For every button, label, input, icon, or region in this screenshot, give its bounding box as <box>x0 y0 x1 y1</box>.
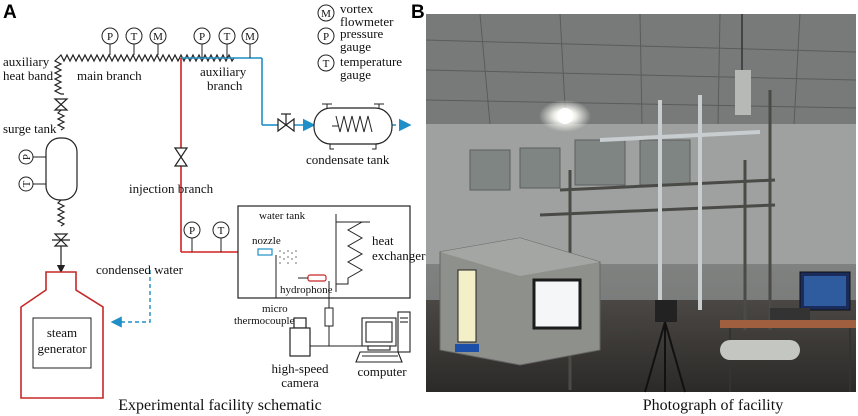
facility-photograph <box>425 13 857 393</box>
svg-text:T: T <box>131 31 138 43</box>
water-tank-label: water tank <box>259 210 306 222</box>
svg-text:temperature: temperature <box>340 54 402 69</box>
svg-text:M: M <box>321 8 331 20</box>
svg-text:T: T <box>218 225 225 237</box>
temperature-gauge-icon: T <box>212 221 230 239</box>
steam-generator-label-1: steam <box>47 325 77 340</box>
nozzle-label: nozzle <box>252 235 281 247</box>
hydrophone-label: hydrophone <box>280 284 333 296</box>
svg-text:P: P <box>107 31 113 43</box>
panel-a-letter: A <box>3 2 17 23</box>
main-branch-label: main branch <box>77 68 142 83</box>
water-tank <box>237 205 411 299</box>
temperature-gauge-icon: T <box>125 27 143 45</box>
aux-heat-band-label-1: auxiliary <box>3 54 50 69</box>
svg-text:T: T <box>224 31 231 43</box>
pressure-gauge-icon: P <box>18 149 34 165</box>
panel-b-caption: Photograph of facility <box>643 397 783 414</box>
aux-heat-band-label-2: heat band <box>3 68 54 83</box>
legend: M vortex flowmeter P pressure gauge T te… <box>317 1 402 82</box>
heat-band-pipes <box>53 53 235 227</box>
temperature-gauge-icon: T <box>18 176 34 192</box>
surge-tank <box>45 137 78 201</box>
svg-text:T: T <box>323 58 330 70</box>
computer-icon <box>355 311 411 363</box>
pressure-gauge-icon: P <box>193 27 211 45</box>
svg-text:M: M <box>153 31 163 43</box>
valve-icon <box>53 98 69 111</box>
valve-icon <box>277 113 295 133</box>
svg-text:P: P <box>199 31 205 43</box>
valve-icon <box>52 233 70 247</box>
aux-branch-label-1: auxiliary <box>200 64 247 79</box>
pressure-gauge-icon: P <box>183 221 201 239</box>
svg-text:pressure: pressure <box>340 26 384 41</box>
condensed-water-label: condensed water <box>96 262 184 277</box>
micro-label-1: micro <box>262 303 288 315</box>
svg-text:P: P <box>323 31 329 43</box>
condensate-tank-label: condensate tank <box>306 152 390 167</box>
camera-label-1: high-speed <box>271 361 329 376</box>
svg-text:P: P <box>189 225 195 237</box>
svg-text:P: P <box>21 154 33 160</box>
aux-branch-gauges <box>201 44 251 58</box>
pressure-gauge-icon: P <box>101 27 119 45</box>
camera-icon <box>289 317 311 357</box>
svg-text:vortex: vortex <box>340 1 374 16</box>
camera-label-2: camera <box>281 375 319 390</box>
svg-text:gauge: gauge <box>340 67 371 82</box>
computer-label: computer <box>357 364 407 379</box>
aux-branch-label-2: branch <box>207 78 243 93</box>
injection-gauges <box>191 238 222 252</box>
steam-generator-label-2: generator <box>37 341 87 356</box>
condensate-tank <box>313 103 393 150</box>
panel-b-letter: B <box>411 2 425 23</box>
main-branch-gauges <box>109 44 159 55</box>
panel-a-caption: Experimental facility schematic <box>118 397 321 414</box>
auxiliary-branch-pipe <box>181 57 412 132</box>
valve-icon <box>173 147 189 167</box>
injection-branch-label: injection branch <box>129 181 214 196</box>
svg-text:gauge: gauge <box>340 39 371 54</box>
temperature-gauge-icon: T <box>218 27 236 45</box>
micro-label-2: thermocouple <box>234 315 295 327</box>
condensed-water-return <box>110 270 151 328</box>
svg-text:T: T <box>21 180 33 187</box>
surge-tank-label: surge tank <box>3 121 57 136</box>
heat-exchanger-label-2: exchanger <box>372 248 426 263</box>
steam-generator <box>20 271 104 399</box>
svg-text:M: M <box>245 31 255 43</box>
heat-exchanger-label-1: heat <box>372 233 394 248</box>
flowmeter-icon: M <box>149 27 167 45</box>
svg-text:flowmeter: flowmeter <box>340 14 394 29</box>
flowmeter-icon: M <box>241 27 259 45</box>
